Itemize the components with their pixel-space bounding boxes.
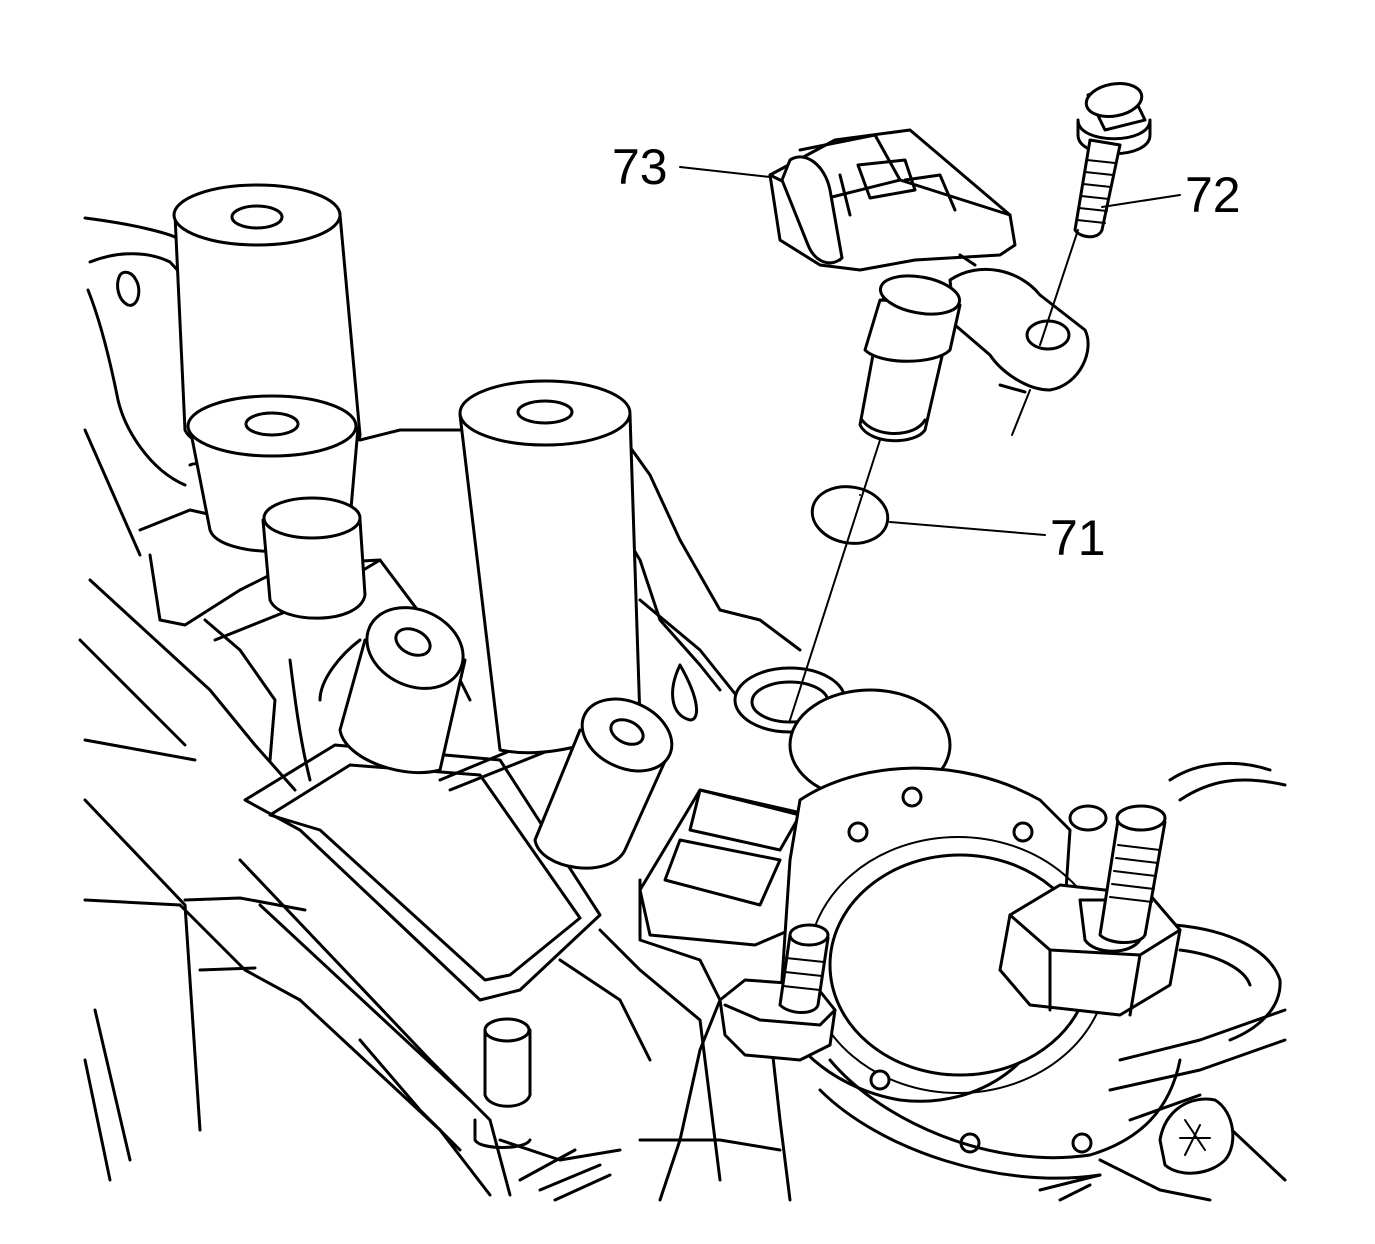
assembly-axis-line-sensor bbox=[789, 439, 881, 721]
mounting-stud-left bbox=[718, 923, 837, 1062]
shift-position-switch bbox=[778, 688, 1182, 1180]
callout-label-73: 73 bbox=[612, 139, 668, 195]
callout-label-72: 72 bbox=[1185, 167, 1241, 223]
solenoid-cylinder-front bbox=[533, 697, 674, 870]
part-73-speed-sensor bbox=[768, 128, 1090, 443]
valve-body-housing bbox=[78, 216, 1287, 1202]
callout-72: 72 bbox=[1101, 167, 1241, 223]
callout-73: 73 bbox=[612, 139, 771, 195]
solenoid-cylinder-angled bbox=[338, 606, 467, 775]
dowel-pin-lower bbox=[473, 1017, 532, 1149]
solenoid-cylinder-large-left bbox=[172, 183, 362, 457]
part-71-o-ring-seal bbox=[810, 485, 890, 545]
part-72-bolt bbox=[1073, 82, 1152, 239]
plug-fitting bbox=[1158, 1097, 1235, 1175]
solenoid-cylinder-mid bbox=[261, 496, 367, 620]
solenoid-cylinder-tall-center bbox=[458, 379, 642, 755]
connector-block-on-housing bbox=[638, 788, 812, 947]
callout-71: 71 bbox=[889, 510, 1106, 566]
manual-shaft-nut-and-stud bbox=[998, 804, 1182, 1017]
assembly-axis-line-bolt bbox=[1011, 229, 1079, 436]
callout-label-71: 71 bbox=[1050, 510, 1106, 566]
